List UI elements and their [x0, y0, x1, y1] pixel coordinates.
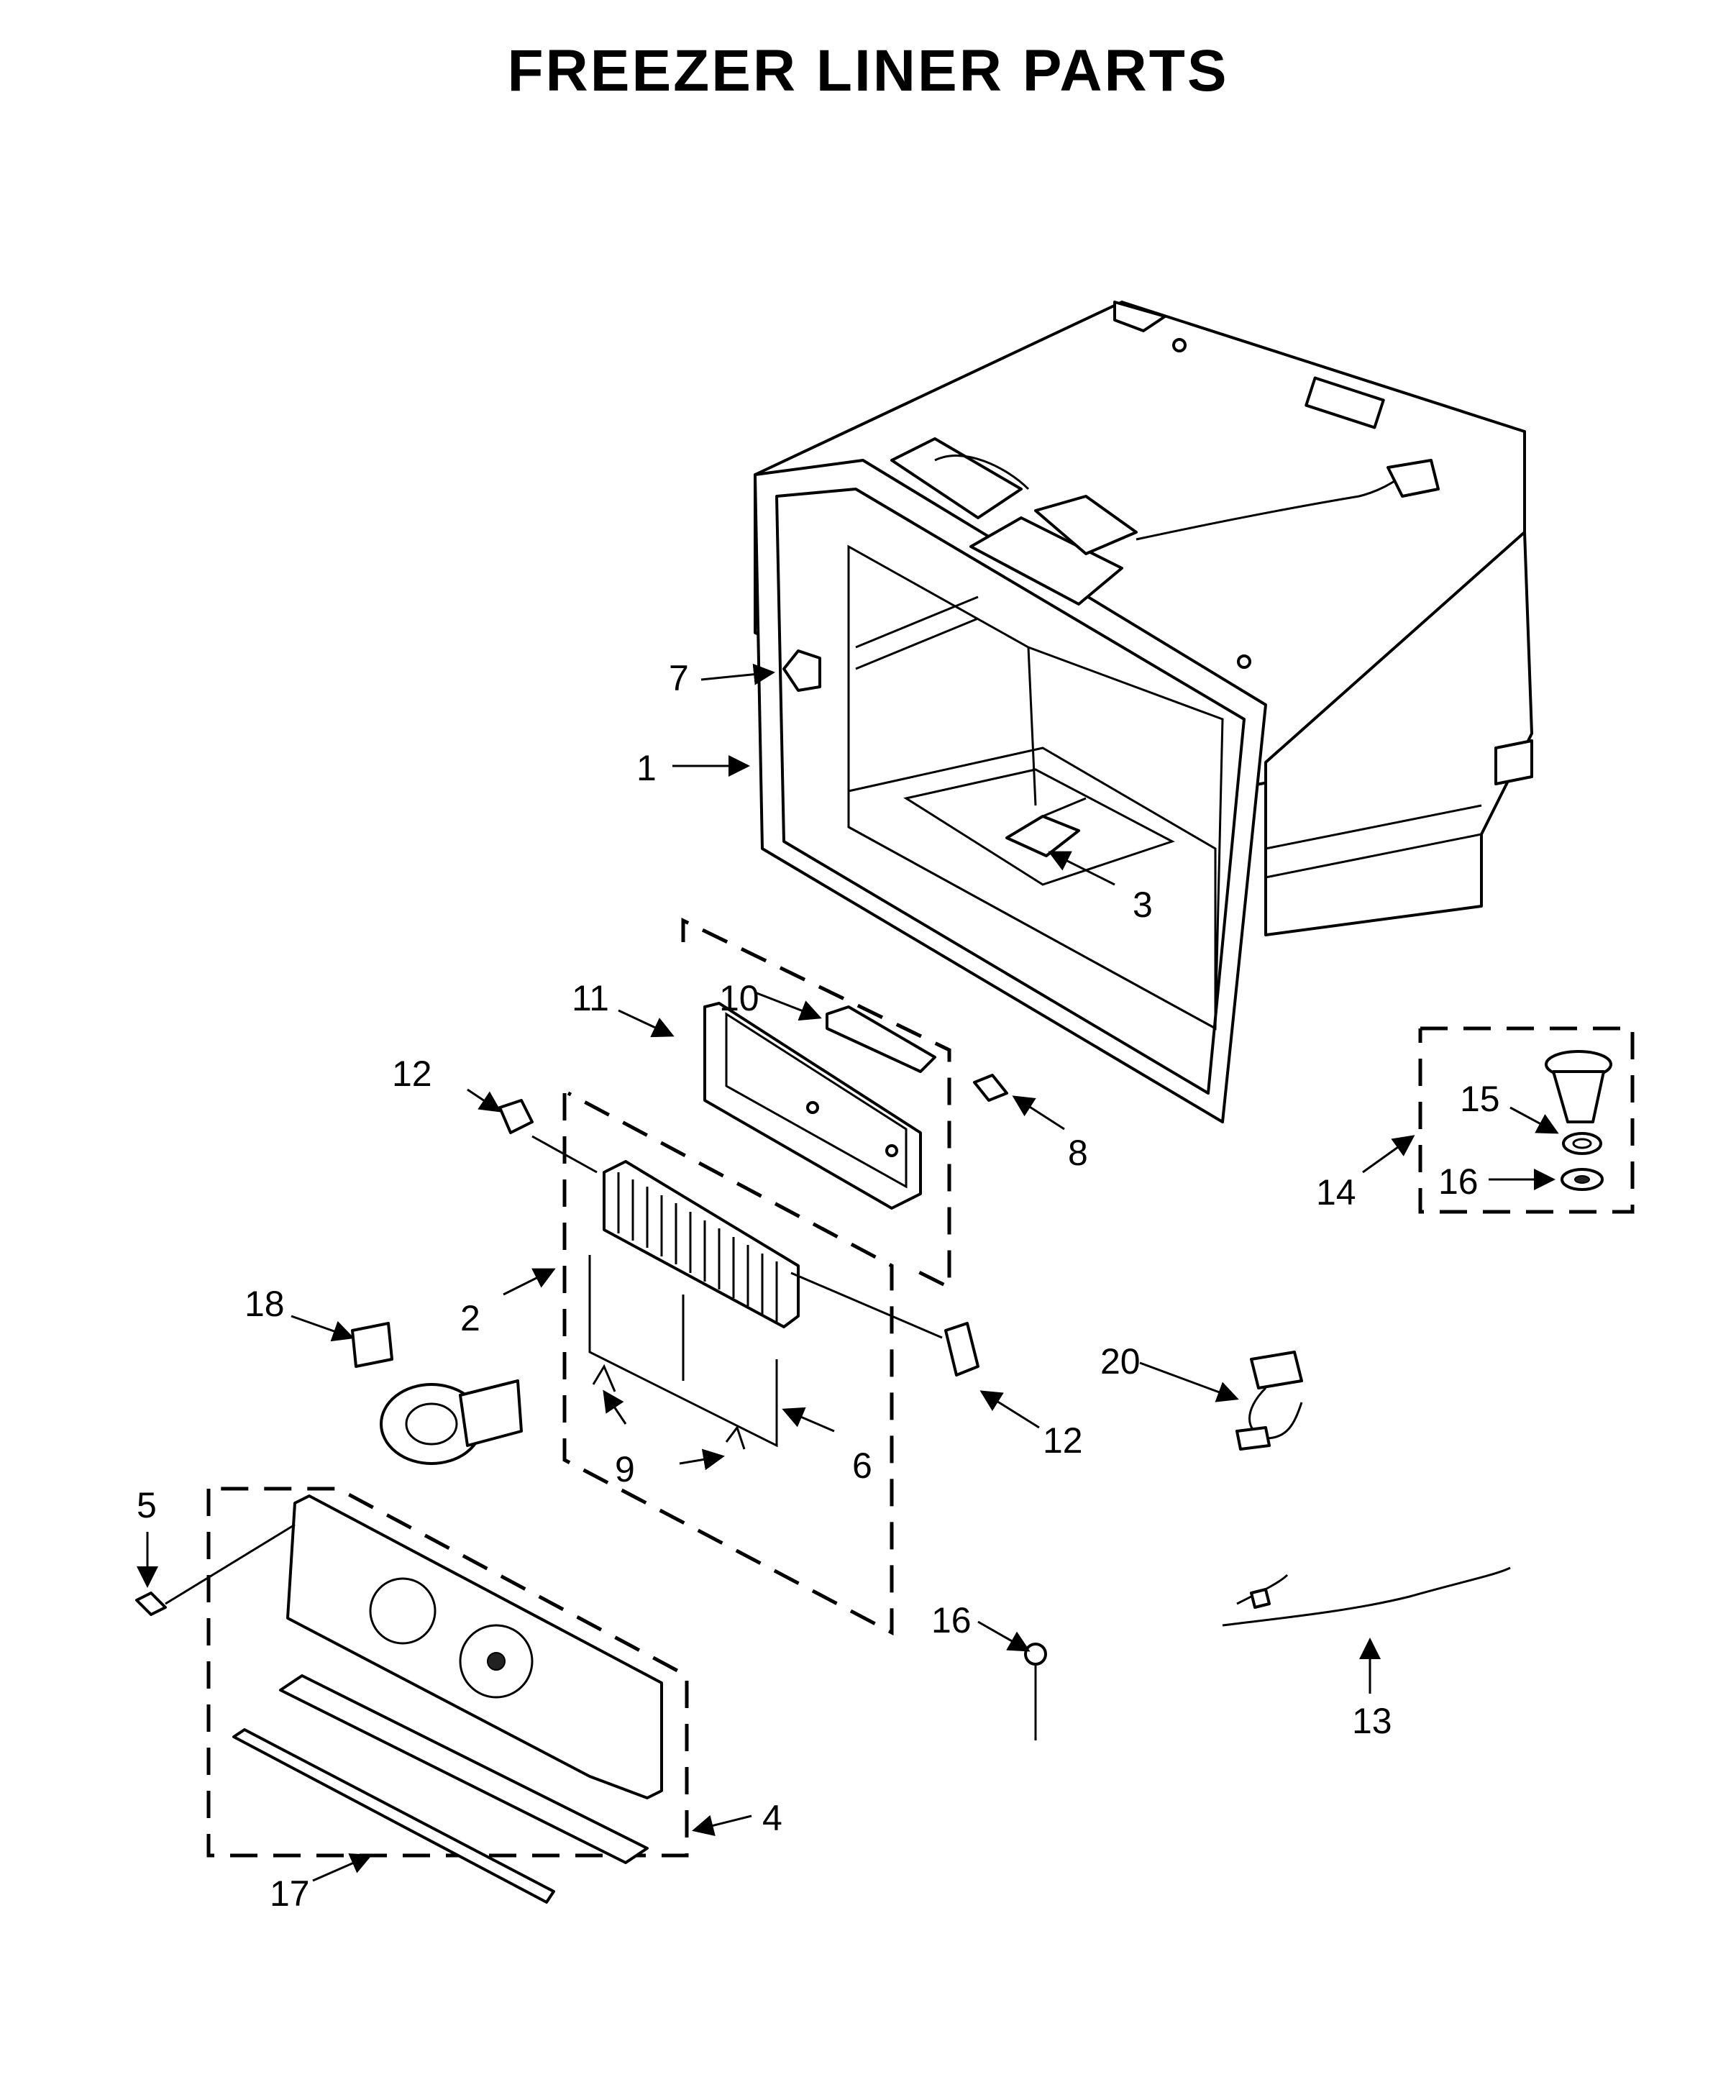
callout-5: 5 — [137, 1485, 157, 1525]
callout-4: 4 — [762, 1798, 782, 1838]
door-switch — [782, 649, 821, 692]
foam-block — [826, 1005, 936, 1073]
evaporator-group-outline — [562, 1091, 894, 1636]
evaporator-cover — [703, 1002, 922, 1210]
drain-washer — [1562, 1132, 1602, 1155]
callout-9: 9 — [615, 1449, 635, 1489]
callout-12-left: 12 — [392, 1054, 432, 1094]
drain-group-outline — [1418, 1026, 1635, 1214]
freezer-liner — [754, 301, 1533, 1123]
callout-13: 13 — [1352, 1701, 1392, 1741]
callout-15: 15 — [1460, 1079, 1500, 1119]
terminal-block-right — [790, 1272, 979, 1377]
callout-18: 17 — [270, 1873, 310, 1914]
callout-11: 11 — [572, 978, 609, 1018]
drain-grommet — [1561, 1168, 1604, 1191]
drain-strainer — [1545, 1050, 1612, 1123]
leader-lines — [137, 663, 1559, 1882]
callout-8: 8 — [1068, 1133, 1088, 1173]
terminal-block-left — [498, 1099, 598, 1174]
callout-19: 18 — [245, 1284, 285, 1324]
floor-sensor — [1005, 797, 1087, 857]
fan-motor — [351, 1322, 523, 1465]
callout-10: 10 — [719, 978, 759, 1018]
evaporator-cover-group-outline — [681, 918, 951, 1291]
heater-clips — [592, 1364, 746, 1450]
callout-1: 1 — [636, 748, 657, 788]
callout-17: 16 — [931, 1600, 972, 1640]
wire-harness-13 — [1222, 1566, 1511, 1627]
callout-6: 6 — [852, 1446, 872, 1486]
callout-3: 3 — [1133, 885, 1153, 925]
callout-16: 16 — [1438, 1161, 1479, 1202]
trim-strip — [232, 1728, 555, 1904]
connector-8 — [973, 1074, 1008, 1102]
callout-labels: 7 1 3 10 11 12 8 2 18 12 6 9 20 5 16 13 … — [137, 658, 1500, 1914]
defrost-heater — [588, 1255, 778, 1448]
evaporator-rear-panel — [279, 1494, 663, 1864]
diagram-title: FREEZER LINER PARTS — [507, 38, 1229, 104]
mounting-screw — [135, 1523, 296, 1616]
callout-12-right: 12 — [1043, 1420, 1083, 1461]
callout-20: 20 — [1100, 1341, 1141, 1382]
callout-14: 14 — [1316, 1172, 1356, 1213]
harness-20 — [1235, 1351, 1303, 1451]
thermistor — [1024, 1643, 1047, 1740]
rear-panel-group-outline — [206, 1487, 689, 1858]
callout-2: 2 — [460, 1298, 480, 1338]
evaporator-coil — [603, 1160, 800, 1328]
callout-7: 7 — [669, 658, 689, 698]
